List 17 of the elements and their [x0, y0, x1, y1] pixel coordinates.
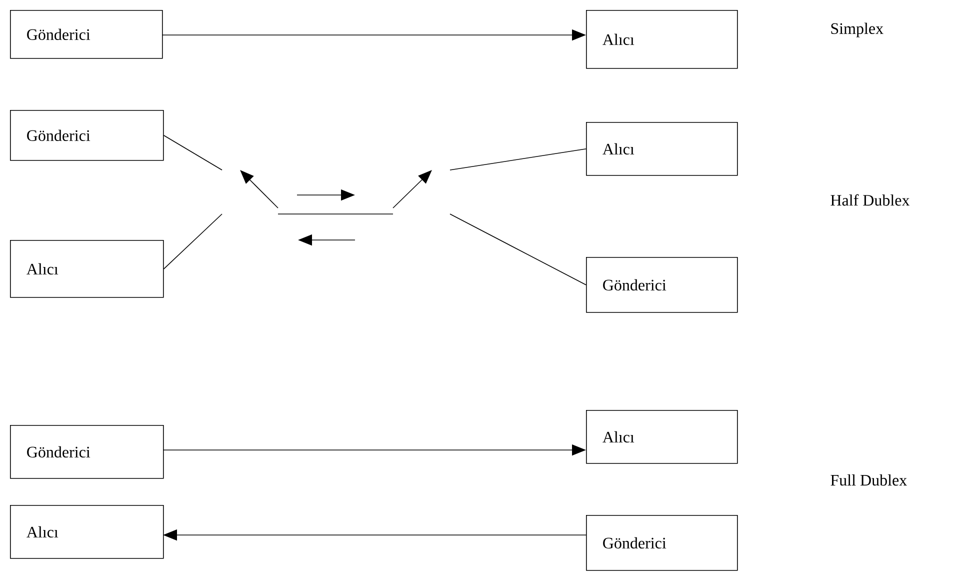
box: Gönderici: [10, 10, 163, 59]
box: Alıcı: [586, 410, 738, 464]
connector: [163, 135, 222, 170]
section-label: Half Dublex: [830, 194, 910, 206]
box: Gönderici: [10, 425, 164, 479]
connector: [450, 148, 586, 170]
box: Gönderici: [586, 257, 738, 313]
section-label: Simplex: [831, 22, 884, 38]
connector: [450, 214, 586, 286]
box: Gönderici: [10, 110, 164, 161]
section-label: Full Dublex: [830, 474, 907, 486]
box: Alıcı: [10, 505, 164, 559]
box: Alıcı: [10, 240, 164, 298]
box: Alıcı: [586, 122, 738, 176]
box: Alıcı: [586, 10, 738, 69]
connector: [163, 214, 222, 270]
box: Gönderici: [586, 515, 738, 571]
